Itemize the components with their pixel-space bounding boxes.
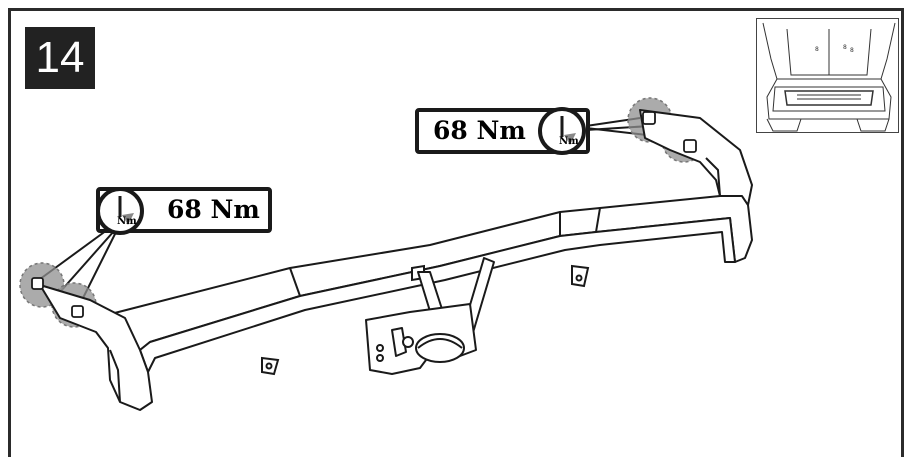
svg-text:8: 8 xyxy=(843,44,847,51)
svg-text:8: 8 xyxy=(850,47,854,54)
cross-bar xyxy=(39,109,753,411)
hitch-neck xyxy=(365,257,495,375)
torque-wrench-icon: Nm xyxy=(538,107,586,155)
torque-unit-text: Nm xyxy=(559,136,579,147)
illustration-frame xyxy=(8,8,904,457)
vehicle-rear-inset: 8 8 8 xyxy=(756,18,899,133)
torque-unit-text: Nm xyxy=(117,216,137,227)
bolts xyxy=(31,111,697,318)
vehicle-rear-drawing: 8 8 8 xyxy=(762,22,896,132)
torque-wrench-icon: Nm xyxy=(96,187,144,235)
step-number-badge: 14 xyxy=(25,27,95,89)
svg-text:8: 8 xyxy=(815,46,819,53)
